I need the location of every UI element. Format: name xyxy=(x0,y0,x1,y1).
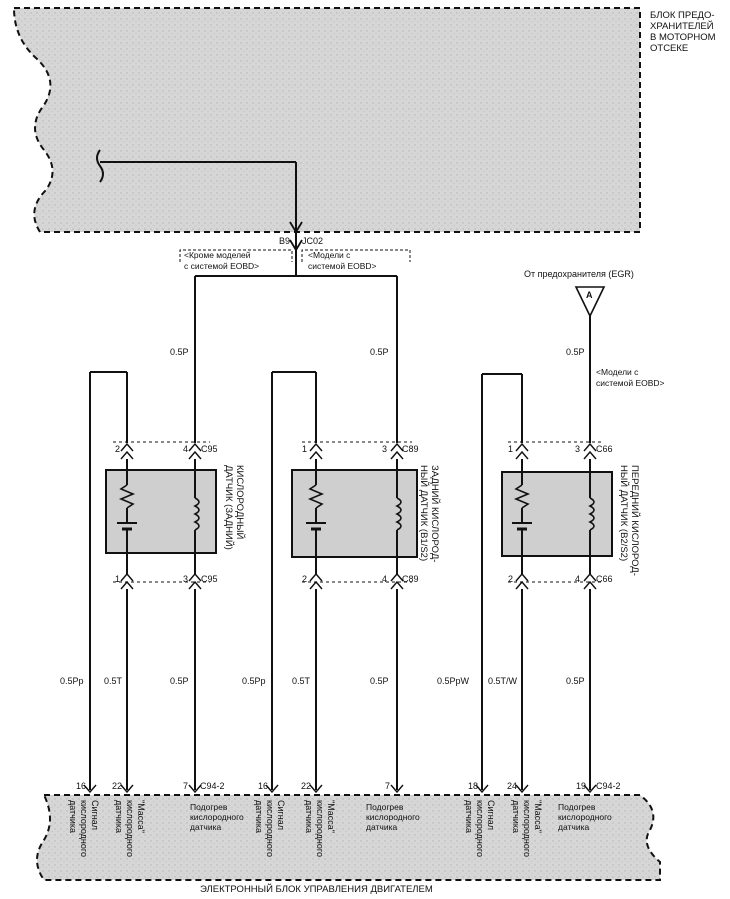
s1-top-left-pin: 2 xyxy=(115,444,121,454)
ecu-title: ЭЛЕКТРОННЫЙ БЛОК УПРАВЛЕНИЯ ДВИГАТЕЛЕМ xyxy=(200,884,433,895)
s1-bottom-left-pin: 1 xyxy=(115,574,121,584)
s2-top-connector: C89 xyxy=(402,444,419,454)
sensor-3-drawing xyxy=(481,373,613,790)
ecu-fn-s3-heater: Подогрев кислородного датчика xyxy=(558,802,612,832)
egr-node-triangle xyxy=(574,286,606,318)
fuse-box-outline xyxy=(12,7,641,233)
s2-bottom-connector: C89 xyxy=(402,574,419,584)
sensor-2-drawing xyxy=(271,371,418,790)
ecu-fn-s2-ground: "Масса" кислородного датчика xyxy=(304,800,336,857)
egr-variant-label: <Модели с системой EOBD> xyxy=(596,367,665,388)
ecu-pin-s2-heater: 7 xyxy=(385,781,391,791)
ecu-fn-s1-signal: Сигнал кислородного датчика xyxy=(68,800,100,857)
s2-top-left-pin: 1 xyxy=(302,444,308,454)
sensor-1-body xyxy=(105,469,217,554)
ecu-pin-s1-signal: 16 xyxy=(76,781,87,791)
s3-top-left-pin: 1 xyxy=(508,444,514,454)
s3-feed-wire: 0.5P xyxy=(566,347,585,357)
s1-top-right-pin: 4 xyxy=(183,444,189,454)
s3-ground-wire: 0.5T/W xyxy=(488,676,518,686)
ecu-fn-s3-signal: Сигнал кислородного датчика xyxy=(464,800,496,857)
ecu-pin-arrows xyxy=(83,784,597,794)
ecu-fn-s3-ground: "Масса" кислородного датчика xyxy=(511,800,543,857)
s1-bottom-connector: C95 xyxy=(201,574,218,584)
internal-fuse-icon xyxy=(96,149,104,183)
variant-with-eobd: <Модели с системой EOBD> xyxy=(308,250,377,271)
s1-ground-wire: 0.5T xyxy=(104,676,123,686)
s3-bottom-connector: C66 xyxy=(596,574,613,584)
fuse-connector-label: JC02 xyxy=(302,236,324,246)
s1-heater-wire: 0.5P xyxy=(170,676,189,686)
ecu-fn-s1-heater: Подогрев кислородного датчика xyxy=(190,802,244,832)
s1-feed-wire: 0.5P xyxy=(170,347,189,357)
s1-top-connector: C95 xyxy=(201,444,218,454)
s3-signal-wire: 0.5PpW xyxy=(437,676,470,686)
ecu-pin-s1-ground: 22 xyxy=(112,781,123,791)
s2-name: ЗАДНИЙ КИСЛОРОД- НЫЙ ДАТЧИК (B1/S2) xyxy=(418,465,440,563)
ecu-fn-s2-heater: Подогрев кислородного датчика xyxy=(366,802,420,832)
s3-name: ПЕРЕДНИЙ КИСЛОРОД- НЫЙ ДАТЧИК (B2/S2) xyxy=(618,465,640,576)
s3-heater-wire: 0.5P xyxy=(566,676,585,686)
ecu-pin-s3-heater: 19 xyxy=(576,781,587,791)
ecu-fn-s2-signal: Сигнал кислородного датчика xyxy=(254,800,286,857)
egr-node-label: A xyxy=(586,290,593,300)
ecu-fn-s1-ground: "Масса" кислородного датчика xyxy=(114,800,146,857)
s2-bottom-right-pin: 4 xyxy=(382,574,388,584)
ecu-connector-1: C94-2 xyxy=(200,781,225,791)
fuse-box-label: БЛОК ПРЕДО- ХРАНИТЕЛЕЙ В МОТОРНОМ ОТСЕКЕ xyxy=(650,10,716,54)
ecu-pin-s3-signal: 18 xyxy=(468,781,479,791)
ecu-pin-s1-heater: 7 xyxy=(183,781,189,791)
s2-feed-wire: 0.5P xyxy=(370,347,389,357)
ecu-outline xyxy=(36,794,661,881)
sensor-1-drawing xyxy=(89,371,217,790)
egr-fuse-label: От предохранителя (EGR) xyxy=(524,269,634,279)
s1-name: КИСЛОРОДНЫЙ ДАТЧИК (ЗАДНИЙ) xyxy=(223,465,245,550)
s3-top-right-pin: 3 xyxy=(575,444,581,454)
ecu-pin-s2-signal: 16 xyxy=(258,781,269,791)
ecu-pin-s2-ground: 22 xyxy=(301,781,312,791)
s2-ground-wire: 0.5T xyxy=(292,676,311,686)
fuse-pin-label: B9 xyxy=(279,236,291,246)
ecu-pin-s3-ground: 24 xyxy=(507,781,518,791)
s3-bottom-right-pin: 4 xyxy=(575,574,581,584)
variant-without-eobd: <Кроме моделей с системой EOBD> xyxy=(184,250,260,271)
s2-top-right-pin: 3 xyxy=(382,444,388,454)
s3-top-connector: C66 xyxy=(596,444,613,454)
s2-heater-wire: 0.5P xyxy=(370,676,389,686)
s2-bottom-left-pin: 2 xyxy=(302,574,308,584)
ecu-connector-2: C94-2 xyxy=(596,781,621,791)
s1-bottom-right-pin: 3 xyxy=(183,574,189,584)
sensor-3-body xyxy=(501,471,613,557)
s2-signal-wire: 0.5Pp xyxy=(242,676,266,686)
s1-signal-wire: 0.5Pp xyxy=(60,676,84,686)
s3-bottom-left-pin: 2 xyxy=(508,574,514,584)
